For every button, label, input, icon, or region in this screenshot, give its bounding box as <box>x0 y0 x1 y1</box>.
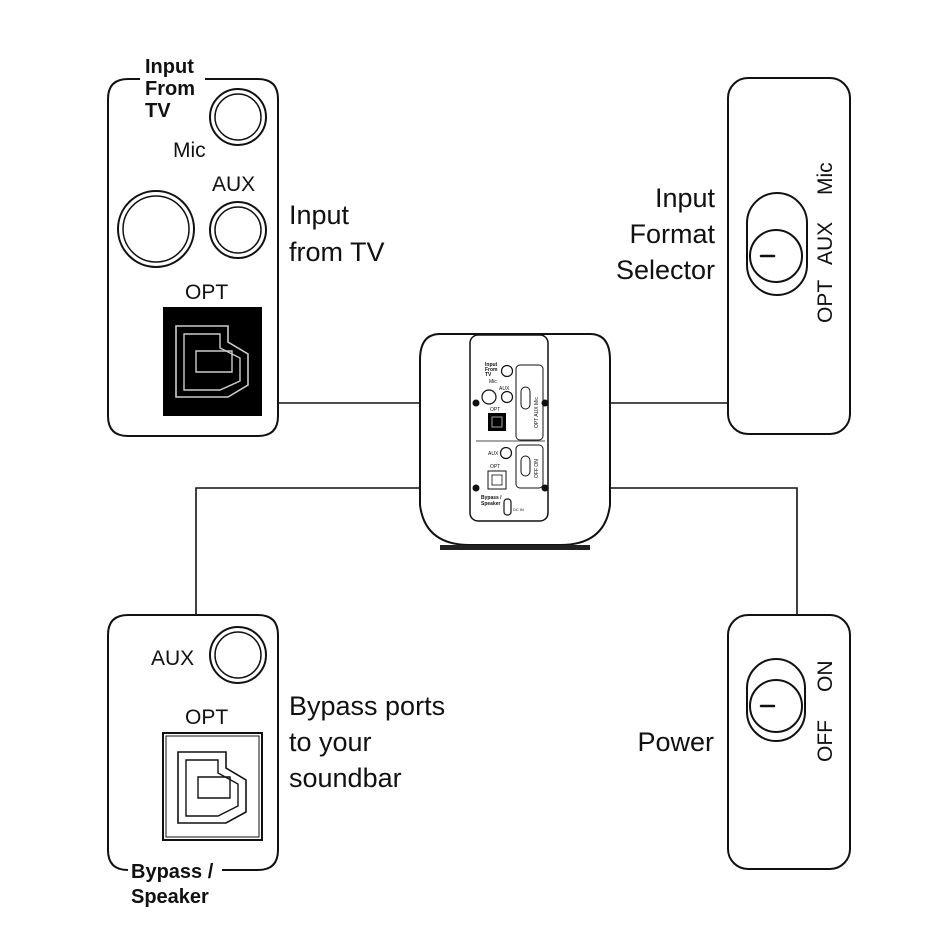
switch-label-opt: OPT <box>814 280 837 323</box>
speaker-device: Input From TV Mic AUX OPT OPT AUX Mic AU… <box>419 333 611 550</box>
device-mic-label: Mic <box>489 379 497 385</box>
connector-dot-input-format-selector <box>541 399 549 407</box>
device-title-line-3: TV <box>485 372 492 378</box>
switch-label-aux: AUX <box>814 222 837 265</box>
panel-outline <box>107 614 279 871</box>
panel-title-line-1: Input <box>145 56 194 78</box>
device-selector-labels: OPT AUX Mic <box>534 397 540 428</box>
input-from-tv-caption-line-1: Input <box>289 200 350 230</box>
input-format-selector-caption-line-2: Format <box>629 219 715 249</box>
device-dc-in-label: DC IN <box>513 507 524 512</box>
device-large-port-icon <box>481 389 497 405</box>
power-caption: Power <box>637 727 714 757</box>
device-bypass-line-2: Speaker <box>481 501 501 507</box>
device-selector-switch-icon <box>520 386 531 410</box>
panel-title-line-3: TV <box>145 100 171 122</box>
opt-label: OPT <box>185 706 228 729</box>
device-title-line-2: From <box>485 367 498 373</box>
device-dc-in-port-icon <box>503 498 512 516</box>
aux-label: AUX <box>212 173 255 196</box>
selector-switch-icon <box>746 192 808 296</box>
connector-dot-bypass-ports <box>472 484 480 492</box>
device-optical-port-icon <box>488 413 506 431</box>
large-port-icon <box>117 190 195 268</box>
input-format-selector-panel: OPT AUX Mic <box>727 77 851 435</box>
input-from-tv-panel: Input From TV Mic AUX OPT <box>107 56 279 437</box>
switch-label-off: OFF <box>814 720 837 762</box>
device-aux2-jack-icon <box>499 446 513 460</box>
bypass-ports-caption-line-3: soundbar <box>289 763 402 793</box>
device-base <box>440 545 590 550</box>
device-title-line-1: Input <box>485 362 498 368</box>
switch-label-on: ON <box>814 661 837 693</box>
aux-jack-icon <box>209 626 267 684</box>
bypass-ports-caption-line-1: Bypass ports <box>289 691 445 721</box>
power-switch-icon <box>746 658 806 742</box>
input-format-selector-caption-line-1: Input <box>655 183 716 213</box>
connector-dot-power <box>541 484 549 492</box>
input-from-tv-caption-line-2: from TV <box>289 237 385 267</box>
optical-port-icon <box>163 307 262 416</box>
mic-jack-icon <box>209 88 267 146</box>
aux-label: AUX <box>151 647 194 670</box>
device-opt2-label: OPT <box>490 464 500 470</box>
device-aux-label: AUX <box>499 386 510 392</box>
device-aux-jack-icon <box>500 390 514 404</box>
bypass-speaker-panel: AUX OPT Bypass / Speaker <box>107 614 279 908</box>
opt-label: OPT <box>185 281 228 304</box>
line-bypass-ports <box>195 487 476 615</box>
device-opt-label: OPT <box>490 407 500 413</box>
panel-title-line-1: Bypass / <box>131 861 214 883</box>
device-aux2-label: AUX <box>488 451 499 457</box>
device-bypass-line-1: Bypass / <box>481 495 502 501</box>
optical-port-icon <box>162 732 263 841</box>
panel-title-line-2: From <box>145 78 195 100</box>
device-mic-jack-icon <box>500 364 514 378</box>
panel-title-line-2: Speaker <box>131 886 209 908</box>
mic-label: Mic <box>173 139 206 162</box>
power-panel: OFF ON <box>727 614 851 870</box>
connector-dot-input-from-tv <box>472 399 480 407</box>
input-format-selector-caption-line-3: Selector <box>616 255 715 285</box>
switch-label-mic: Mic <box>814 162 837 195</box>
line-power <box>545 487 798 615</box>
device-power-labels: OFF ON <box>534 459 540 478</box>
aux-jack-icon <box>209 201 267 259</box>
bypass-ports-caption-line-2: to your <box>289 727 372 757</box>
device-power-switch-icon <box>520 455 531 477</box>
panel-outline <box>107 78 279 437</box>
device-optical-port-2-icon <box>487 470 507 490</box>
